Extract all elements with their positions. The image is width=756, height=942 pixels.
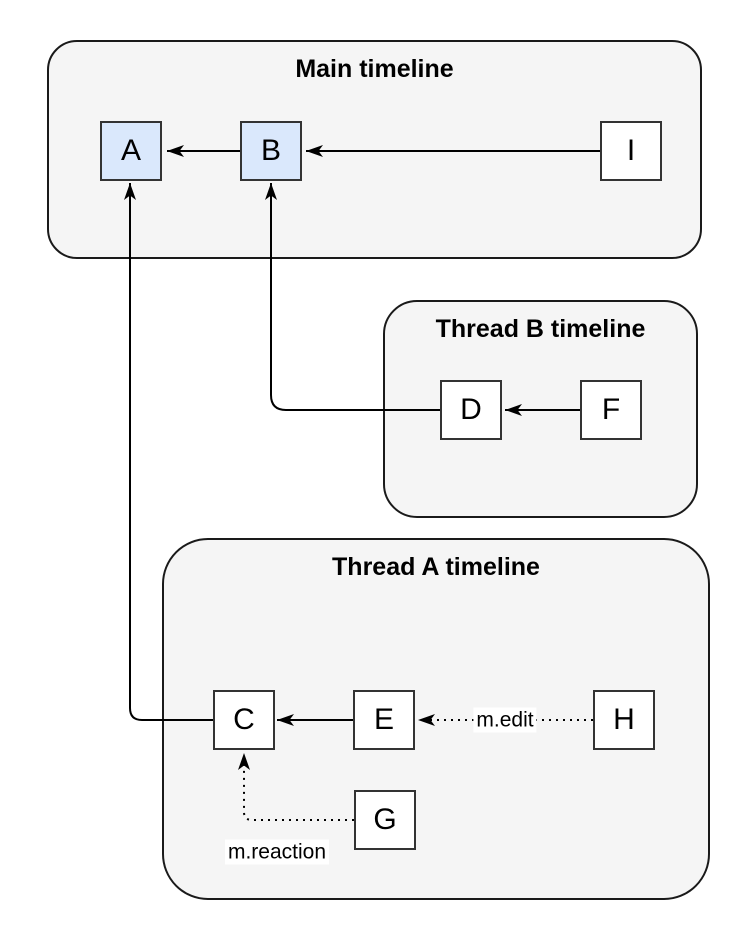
- node-i: I: [600, 121, 662, 181]
- node-f: F: [580, 380, 642, 440]
- node-e: E: [353, 690, 415, 750]
- node-b: B: [240, 121, 302, 181]
- node-a: A: [100, 121, 162, 181]
- node-c: C: [213, 690, 275, 750]
- container-thread-b-timeline: Thread B timeline: [383, 300, 698, 518]
- container-title-main-timeline: Main timeline: [295, 55, 454, 83]
- edge-label-m-reaction: m.reaction: [224, 839, 330, 865]
- node-d: D: [440, 380, 502, 440]
- node-g: G: [354, 790, 416, 850]
- container-title-thread-a-timeline: Thread A timeline: [332, 553, 540, 581]
- container-title-thread-b-timeline: Thread B timeline: [435, 315, 646, 343]
- edge-label-m-edit: m.edit: [473, 707, 537, 733]
- node-h: H: [593, 690, 655, 750]
